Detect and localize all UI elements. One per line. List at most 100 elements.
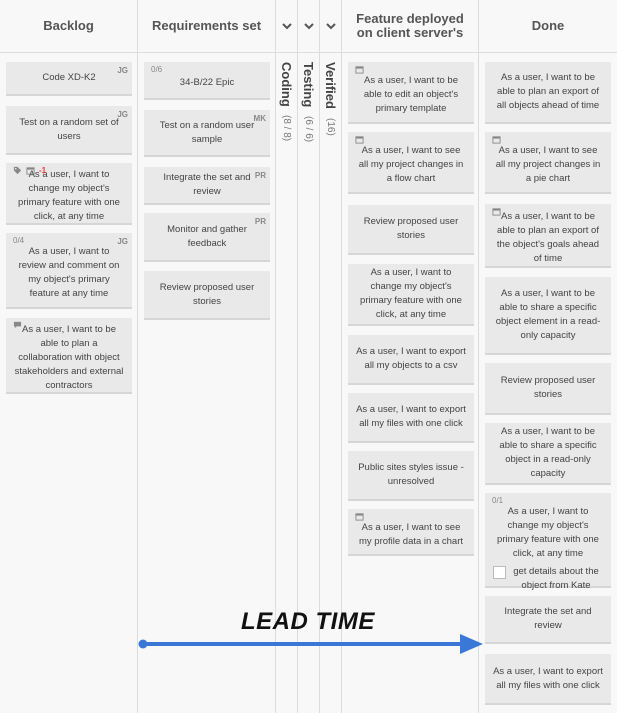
column-count: (16) (325, 117, 336, 136)
card-title: Review proposed user stories (159, 281, 255, 307)
assignee-initials: JG (117, 110, 128, 119)
assignee-initials: JG (117, 66, 128, 75)
column-title: Testing (301, 62, 316, 108)
card-title: Integrate the set and review (163, 172, 251, 197)
tag-icon (13, 166, 22, 175)
card-meta: 0/4 (13, 236, 24, 245)
assignee-initials: JG (117, 237, 128, 246)
card-meta: 0/1 (492, 496, 503, 505)
chevron-down-icon[interactable] (303, 19, 314, 33)
card-title: As a user, I want to change my object's … (18, 169, 120, 222)
card-meta: 0/6 (151, 65, 162, 74)
column-feature-deployed: Feature deployed on client server's As a… (342, 0, 479, 713)
card-title: As a user, I want to be able to plan an … (496, 72, 600, 111)
card[interactable]: As a user, I want to export all my files… (485, 654, 611, 705)
column-count: (8 / 8) (281, 115, 292, 142)
card-meta (355, 135, 364, 144)
card-meta: -1 (13, 166, 46, 175)
column-title: Backlog (43, 18, 94, 33)
card[interactable]: Review proposed user stories (144, 271, 270, 320)
assignee-initials: PR (254, 171, 266, 180)
card[interactable]: JG Test on a random set of users (6, 106, 132, 155)
card-title: Review proposed user stories (500, 375, 596, 400)
card-meta (492, 135, 501, 144)
card-title: As a user, I want to see my profile data… (358, 521, 464, 547)
column-title: Requirements set (151, 18, 262, 33)
card-meta (355, 512, 364, 521)
column-title: Done (531, 18, 565, 33)
card-title: Code XD-K2 (42, 72, 96, 83)
card[interactable]: As a user, I want to see my profile data… (348, 509, 474, 556)
card[interactable]: Integrate the set and review (485, 596, 611, 644)
card-title: As a user, I want to be able to share a … (499, 426, 597, 479)
card-title: Integrate the set and review (504, 606, 592, 631)
card[interactable]: As a user, I want to be able to share a … (485, 277, 611, 355)
card[interactable]: As a user, I want to be able to plan an … (485, 204, 611, 268)
card[interactable]: As a user, I want to be able to plan a c… (6, 318, 132, 394)
card[interactable]: As a user, I want to see all my project … (485, 132, 611, 194)
card[interactable]: As a user, I want to export all my files… (348, 393, 474, 443)
column-verified-collapsed[interactable]: Verified (16) (320, 0, 342, 713)
column-header-verified[interactable] (320, 0, 341, 53)
card-title: As a user, I want to review and comment … (18, 246, 120, 299)
card-title: As a user, I want to be able to edit an … (363, 75, 459, 114)
column-header-requirements-set[interactable]: Requirements set (138, 0, 275, 53)
column-requirements-set: Requirements set 0/6 34-B/22 Epic MK Tes… (138, 0, 276, 713)
card[interactable]: PR Monitor and gather feedback (144, 213, 270, 262)
subtask-checkbox[interactable] (493, 566, 506, 579)
subtask-progress: 0/6 (151, 65, 163, 74)
card[interactable]: Review proposed user stories (348, 205, 474, 255)
column-backlog: Backlog JG Code XD-K2 JG Test on a rando… (0, 0, 138, 713)
chevron-down-icon[interactable] (281, 19, 292, 33)
chevron-down-icon[interactable] (325, 19, 336, 33)
card[interactable]: As a user, I want to be able to edit an … (348, 62, 474, 124)
card-title: As a user, I want to see all my project … (495, 145, 601, 184)
column-header-coding[interactable] (276, 0, 297, 53)
card[interactable]: As a user, I want to export all my objec… (348, 335, 474, 385)
assignee-initials: MK (253, 114, 266, 123)
card[interactable]: 0/4 JG As a user, I want to review and c… (6, 233, 132, 309)
card[interactable]: As a user, I want to see all my project … (348, 132, 474, 194)
assignee-initials: PR (254, 217, 266, 226)
calendar-icon (26, 166, 35, 175)
card-meta (355, 65, 364, 74)
column-done: Done As a user, I want to be able to pla… (479, 0, 617, 713)
subtask-progress: 0/4 (13, 236, 25, 245)
card-meta (492, 207, 501, 216)
card[interactable]: As a user, I want to be able to share a … (485, 423, 611, 485)
column-title: Feature deployed on client server's (356, 11, 464, 40)
column-testing-collapsed[interactable]: Testing (6 / 6) (298, 0, 320, 713)
column-header-testing[interactable] (298, 0, 319, 53)
card[interactable]: PR Integrate the set and review (144, 167, 270, 205)
calendar-icon (355, 512, 364, 521)
card[interactable]: -1 As a user, I want to change my object… (6, 163, 132, 225)
column-vertical-label: Coding (8 / 8) (279, 62, 294, 142)
column-header-done[interactable]: Done (479, 0, 617, 53)
column-header-feature-deployed[interactable]: Feature deployed on client server's (342, 0, 478, 53)
subtask-label: get details about the object from Kate (513, 566, 599, 591)
card[interactable]: Review proposed user stories (485, 363, 611, 415)
subtask-progress: 0/1 (492, 496, 504, 505)
column-header-backlog[interactable]: Backlog (0, 0, 137, 53)
calendar-icon (492, 135, 501, 144)
lead-time-label: LEAD TIME (241, 608, 375, 635)
card[interactable]: JG Code XD-K2 (6, 62, 132, 96)
card[interactable]: As a user, I want to change my object's … (348, 264, 474, 326)
column-coding-collapsed[interactable]: Coding (8 / 8) (276, 0, 298, 713)
card-title: As a user, I want to export all my files… (356, 404, 466, 429)
lead-time-arrow-icon (138, 634, 483, 654)
card-title: Test on a random set of users (19, 116, 119, 142)
card[interactable]: 0/6 34-B/22 Epic (144, 62, 270, 100)
card[interactable]: MK Test on a random user sample (144, 110, 270, 157)
card-title: Review proposed user stories (363, 216, 459, 241)
card[interactable]: 0/1 As a user, I want to change my objec… (485, 493, 611, 591)
card[interactable]: Public sites styles issue - unresolved (348, 451, 474, 501)
card-title: As a user, I want to be able to plan an … (496, 211, 600, 264)
calendar-icon (492, 207, 501, 216)
card-title: As a user, I want to be able to share a … (495, 288, 601, 341)
card[interactable]: As a user, I want to be able to plan an … (485, 62, 611, 124)
card-title: Monitor and gather feedback (167, 223, 247, 249)
column-count: (6 / 6) (303, 115, 314, 143)
badge-count: -1 (39, 166, 47, 175)
